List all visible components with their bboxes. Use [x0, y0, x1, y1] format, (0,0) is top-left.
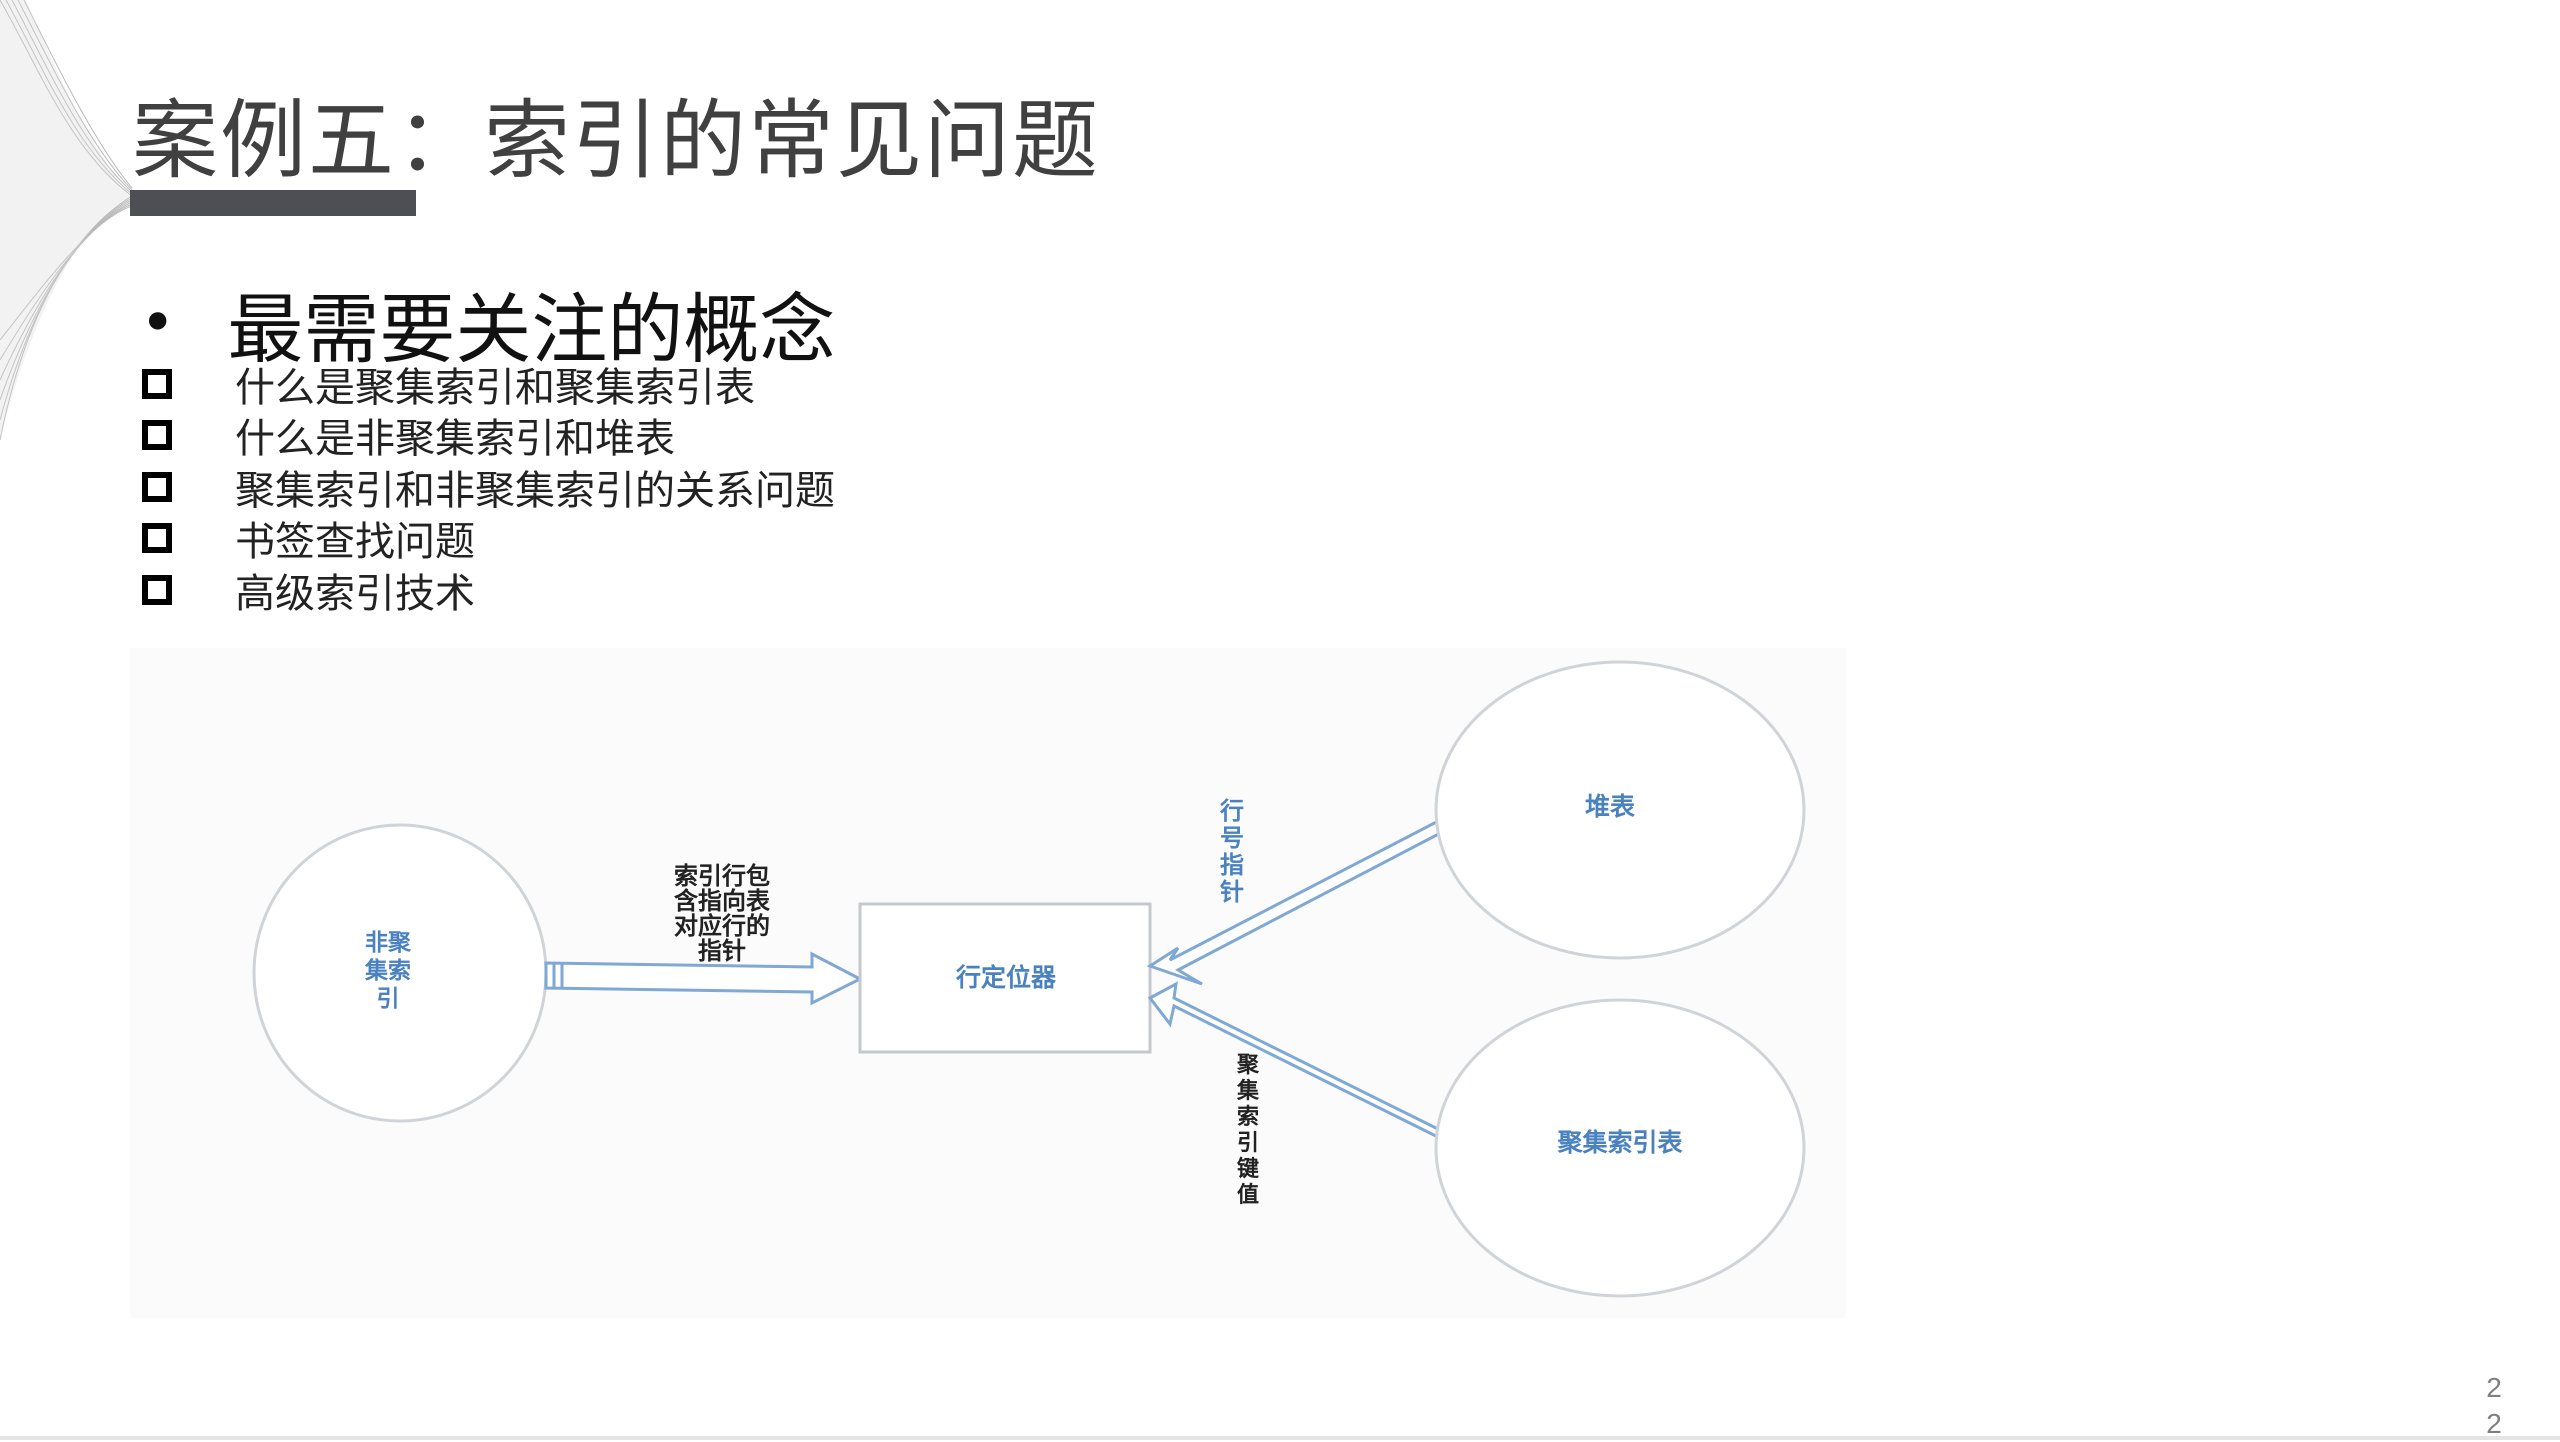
heap-circle: [1434, 660, 1806, 960]
bullet-dot: •: [140, 288, 176, 358]
arrow-label-3: 对应行的: [674, 912, 770, 940]
list-item-text: 聚集索引和非聚集索引的关系问题: [235, 467, 835, 514]
list-item-text: 什么是非聚集索引和堆表: [235, 416, 675, 463]
arrow-label-2: 含指向表: [674, 887, 771, 915]
row-pointer-label-3: 指: [1220, 851, 1244, 879]
title-underline-bar: [130, 190, 416, 216]
arrow-label-1: 索引行包: [674, 862, 770, 890]
index-diagram: 非聚 集索 引 索引行包 含指向表 对应行的 指针 行定位器 行 号 指 针 聚…: [130, 648, 1846, 1318]
cluster-key-label-4: 引: [1237, 1131, 1259, 1156]
list-item-text: 什么是聚集索引和聚集索引表: [235, 364, 755, 411]
square-bullet-icon: [142, 523, 172, 554]
clustered-table-label: 聚集索引表: [1556, 1128, 1683, 1157]
cluster-key-label-5: 键: [1237, 1156, 1259, 1182]
cluster-key-label-3: 索: [1237, 1105, 1259, 1130]
cluster-key-label-2: 集: [1236, 1078, 1260, 1104]
arrow-label-4: 指针: [698, 937, 746, 965]
square-bullet-icon: [142, 368, 172, 399]
square-bullet-icon: [142, 420, 172, 451]
list-item: 什么是非聚集索引和堆表: [142, 410, 835, 462]
row-locator-box: [858, 902, 1152, 1054]
clustered-table-circle: [1434, 998, 1806, 1298]
slide-title: 案例五：索引的常见问题: [132, 91, 1100, 191]
decorative-swoosh: [0, 0, 133, 441]
right-arrow: [544, 951, 864, 1006]
page-number-digit: 2: [2486, 1372, 2502, 1403]
list-item: 高级索引技术: [142, 564, 835, 617]
concept-list: 什么是聚集索引和聚集索引表 什么是非聚集索引和堆表 聚集索引和非聚集索引的关系问…: [142, 358, 835, 617]
nonclustered-index-label-1: 非聚: [365, 930, 412, 956]
bottom-divider: [0, 1436, 2560, 1440]
square-bullet-icon: [142, 471, 172, 502]
row-locator-label: 行定位器: [955, 963, 1057, 992]
row-pointer-label-4: 针: [1220, 878, 1244, 906]
row-pointer-label-1: 行: [1219, 797, 1244, 825]
page-number-digit: 2: [2486, 1408, 2502, 1439]
list-item: 聚集索引和非聚集索引的关系问题: [142, 461, 835, 514]
nonclustered-index-label-2: 集索: [364, 957, 411, 984]
list-item-text: 书签查找问题: [235, 519, 475, 566]
cluster-key-label-6: 值: [1237, 1182, 1259, 1208]
heading-text: 最需要关注的概念: [227, 285, 836, 374]
page-number: 2 2: [2482, 1370, 2506, 1442]
list-item: 什么是聚集索引和聚集索引表: [142, 358, 835, 411]
list-item: 书签查找问题: [142, 513, 835, 565]
square-bullet-icon: [142, 574, 172, 605]
concepts-heading: • 最需要关注的概念: [140, 268, 835, 378]
row-pointer-label-2: 号: [1220, 824, 1244, 852]
heap-label: 堆表: [1585, 792, 1636, 821]
nonclustered-index-label-3: 引: [377, 986, 400, 1012]
cluster-key-label-1: 聚: [1236, 1053, 1260, 1078]
list-item-text: 高级索引技术: [235, 570, 475, 617]
